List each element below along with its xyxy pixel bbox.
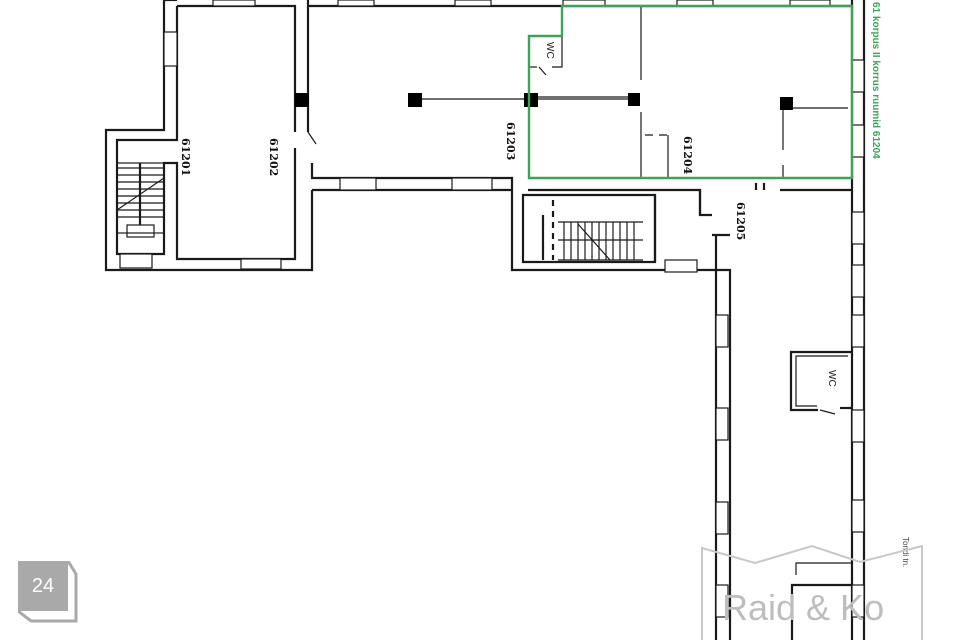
watermark: Raid & Ko [701,544,923,640]
west-wing-walls [104,0,866,640]
wc-label-east: WC [826,370,837,387]
page-badge: 24 [17,560,78,623]
stairs-west [116,162,165,238]
page-number: 24 [31,574,55,597]
wc-label-small: WC [544,42,555,59]
room-label-61203: 61203 [504,122,517,160]
room-label-61201: 61201 [179,138,192,176]
columns [295,93,793,110]
room-label-61202: 61202 [267,138,280,176]
highlight-note: 61 korpus II korrus ruumid 61204 [870,2,881,159]
highlight-outline-61204 [527,4,854,180]
room-label-61205: 61205 [734,202,747,240]
room-label-61204: 61204 [681,136,694,175]
windows [119,0,865,618]
watermark-text: Raid & Ko [722,587,884,628]
partitions [307,6,852,640]
street-label: Tondi tn. [901,537,910,567]
stairs-center [541,200,643,261]
page-badge-icon [17,560,78,623]
